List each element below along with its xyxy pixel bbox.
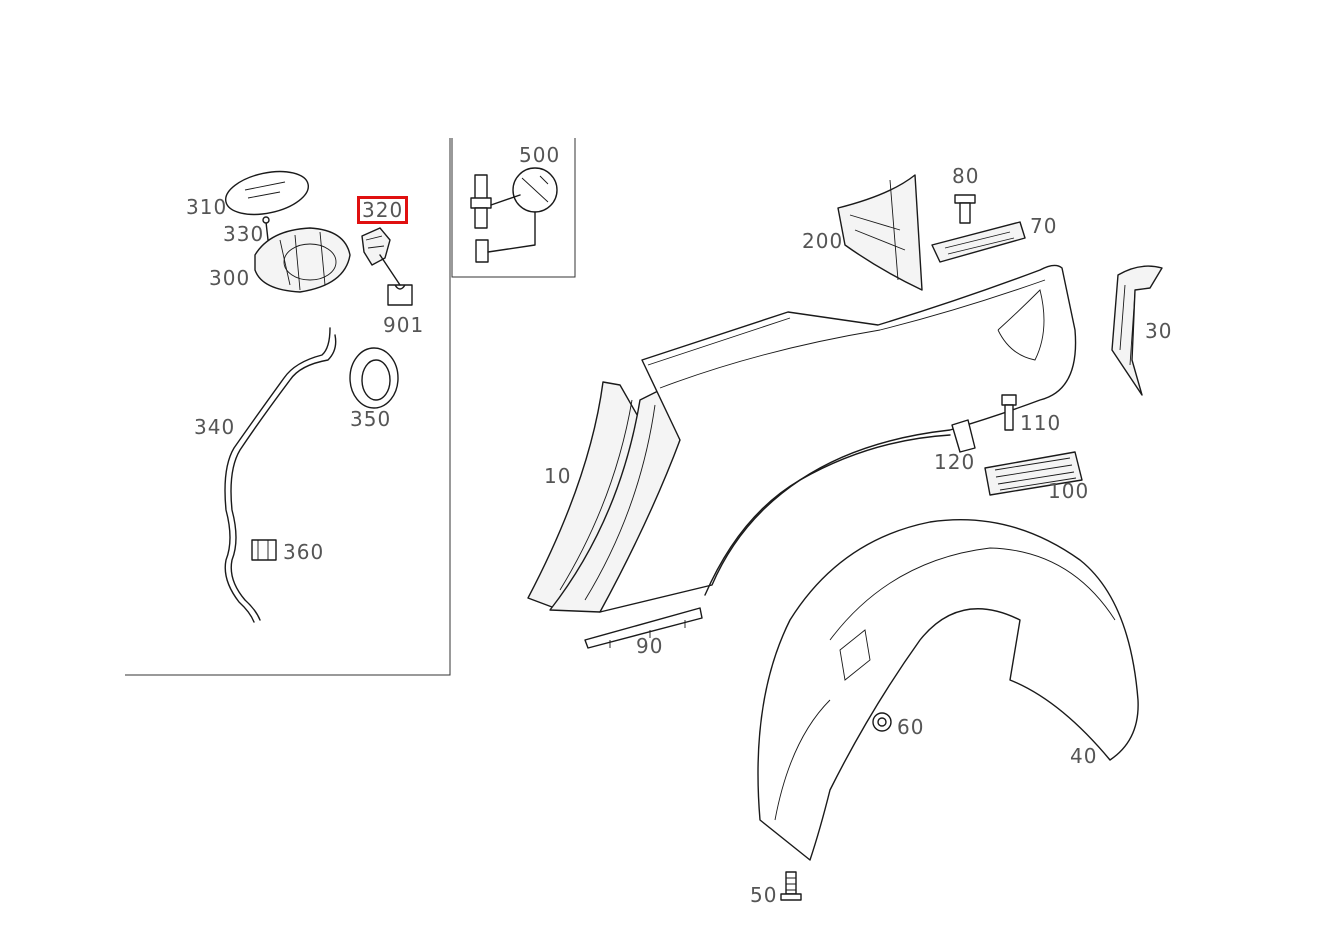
label-330[interactable]: 330 — [223, 222, 265, 246]
part-340-hose — [224, 327, 337, 623]
part-60-nut — [872, 712, 892, 732]
part-360-clip — [251, 539, 277, 561]
label-901[interactable]: 901 — [383, 313, 425, 337]
label-70[interactable]: 70 — [1030, 214, 1058, 238]
label-340[interactable]: 340 — [194, 415, 236, 439]
part-120-spacer — [951, 419, 976, 453]
label-350[interactable]: 350 — [350, 407, 392, 431]
label-90[interactable]: 90 — [636, 634, 664, 658]
label-60[interactable]: 60 — [897, 715, 925, 739]
part-901-connector — [379, 254, 413, 306]
label-10[interactable]: 10 — [544, 464, 572, 488]
part-500-tool — [470, 167, 558, 263]
label-500[interactable]: 500 — [519, 143, 561, 167]
part-90-sill-strip — [584, 607, 703, 649]
part-330-screw — [262, 216, 270, 241]
label-320-selected[interactable]: 320 — [357, 196, 409, 224]
label-110[interactable]: 110 — [1020, 411, 1062, 435]
label-40[interactable]: 40 — [1070, 744, 1098, 768]
label-30[interactable]: 30 — [1145, 319, 1173, 343]
label-100[interactable]: 100 — [1048, 479, 1090, 503]
part-30-panel — [1111, 265, 1163, 396]
label-310[interactable]: 310 — [186, 195, 228, 219]
part-80-bolt — [954, 194, 976, 224]
part-100-vent — [984, 451, 1083, 496]
part-310-fuel-door — [225, 170, 309, 216]
part-320-actuator — [361, 227, 391, 266]
left-inset-frame — [125, 138, 451, 676]
label-80[interactable]: 80 — [952, 164, 980, 188]
part-350-grommet — [349, 347, 399, 409]
part-70-trim — [931, 221, 1026, 263]
label-360[interactable]: 360 — [283, 540, 325, 564]
label-120[interactable]: 120 — [934, 450, 976, 474]
label-300[interactable]: 300 — [209, 266, 251, 290]
part-200-bracket — [837, 174, 923, 291]
part-10-inner-panel — [527, 381, 681, 613]
label-50[interactable]: 50 — [750, 883, 778, 907]
part-40-wheelarch-liner — [757, 519, 1139, 861]
part-300-filler-housing — [254, 227, 351, 293]
part-50-screw — [780, 871, 802, 901]
tool-inset-frame — [451, 138, 576, 278]
label-200[interactable]: 200 — [802, 229, 844, 253]
part-110-clip — [1001, 394, 1017, 431]
